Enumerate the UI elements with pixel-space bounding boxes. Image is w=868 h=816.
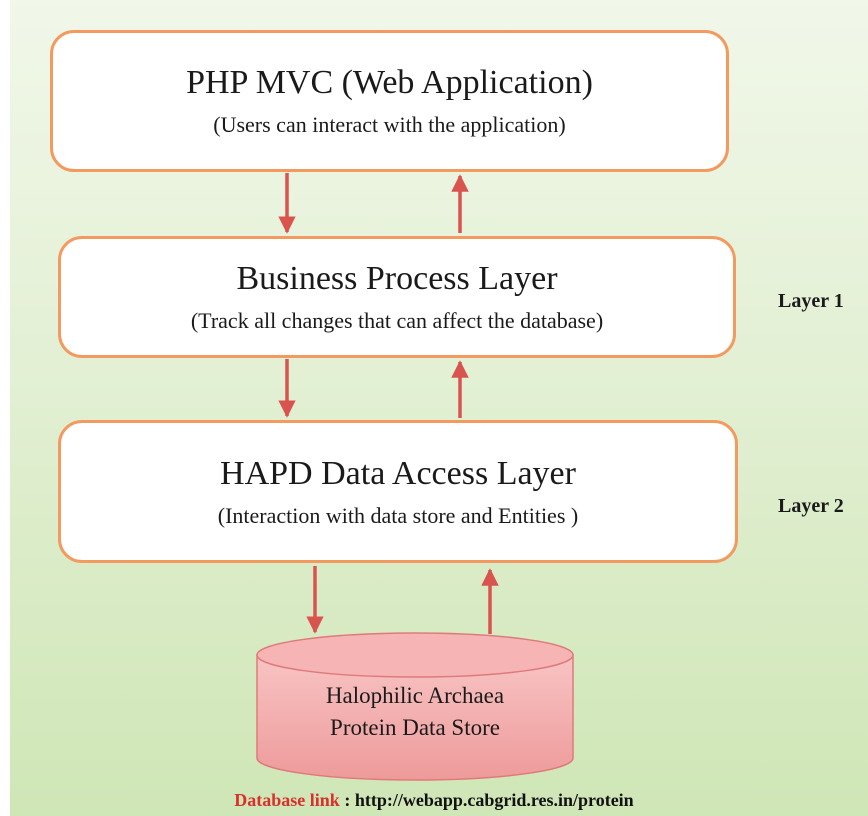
data-access-layer-box: HAPD Data Access Layer (Interaction with… bbox=[58, 420, 738, 563]
data-store-label: Halophilic Archaea Protein Data Store bbox=[257, 680, 573, 744]
layer-2-label: Layer 2 bbox=[778, 495, 844, 517]
database-link-separator: : bbox=[339, 790, 355, 810]
business-process-subtitle: (Track all changes that can affect the d… bbox=[190, 308, 604, 334]
database-link-footer: Database link : http://webapp.cabgrid.re… bbox=[0, 790, 868, 811]
php-mvc-title: PHP MVC (Web Application) bbox=[186, 64, 593, 102]
data-store-line-1: Halophilic Archaea bbox=[325, 683, 505, 708]
data-access-title: HAPD Data Access Layer bbox=[220, 454, 576, 492]
data-access-subtitle: (Interaction with data store and Entitie… bbox=[217, 502, 579, 528]
database-link-label: Database link bbox=[234, 790, 340, 810]
business-process-title: Business Process Layer bbox=[236, 260, 558, 298]
business-process-layer-box: Business Process Layer (Track all change… bbox=[58, 236, 736, 358]
php-mvc-layer-box: PHP MVC (Web Application) (Users can int… bbox=[50, 30, 729, 172]
php-mvc-subtitle: (Users can interact with the application… bbox=[213, 112, 566, 138]
layer-1-label: Layer 1 bbox=[778, 290, 844, 312]
database-link-url[interactable]: http://webapp.cabgrid.res.in/protein bbox=[354, 790, 634, 810]
data-store-line-2: Protein Data Store bbox=[330, 715, 500, 741]
